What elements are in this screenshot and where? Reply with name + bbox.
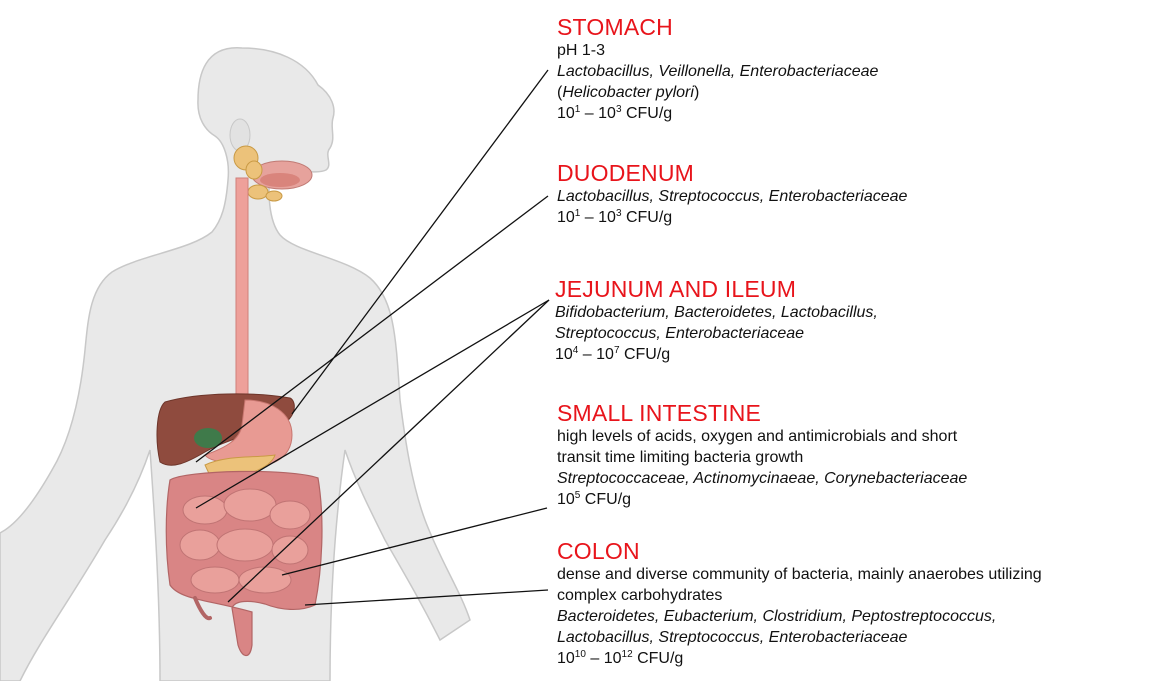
stomach-extra-bacteria-line: (Helicobacter pylori): [557, 82, 878, 103]
stomach-ph: pH 1-3: [557, 40, 878, 61]
small-intestine-desc-2: transit time limiting bacteria growth: [557, 447, 967, 468]
jejunum-ileum-bacteria-1: Bifidobacterium, Bacteroidetes, Lactobac…: [555, 302, 878, 323]
colon-bacteria-2: Lactobacillus, Streptococcus, Enterobact…: [557, 627, 1042, 648]
colon-title: COLON: [557, 538, 1042, 564]
jejunum-ileum-section: JEJUNUM AND ILEUM Bifidobacterium, Bacte…: [555, 276, 878, 365]
jejunum-ileum-cfu: 104 – 107 CFU/g: [555, 344, 878, 365]
small-intestine-desc-1: high levels of acids, oxygen and antimic…: [557, 426, 967, 447]
small-intestine-title: SMALL INTESTINE: [557, 400, 967, 426]
stomach-title: STOMACH: [557, 14, 878, 40]
colon-section: COLON dense and diverse community of bac…: [557, 538, 1042, 669]
duodenum-section: DUODENUM Lactobacillus, Streptococcus, E…: [557, 160, 907, 228]
jejunum-ileum-title: JEJUNUM AND ILEUM: [555, 276, 878, 302]
duodenum-title: DUODENUM: [557, 160, 907, 186]
colon-desc-2: complex carbohydrates: [557, 585, 1042, 606]
duodenum-bacteria: Lactobacillus, Streptococcus, Enterobact…: [557, 186, 907, 207]
stomach-bacteria: Lactobacillus, Veillonella, Enterobacter…: [557, 61, 878, 82]
stomach-extra-bacteria: Helicobacter pylori: [562, 84, 694, 101]
esophagus: [236, 178, 248, 400]
colon-bacteria-1: Bacteroidetes, Eubacterium, Clostridium,…: [557, 606, 1042, 627]
small-intestine-cfu: 105 CFU/g: [557, 489, 967, 510]
stomach-cfu: 101 – 103 CFU/g: [557, 103, 878, 124]
small-intestine-section: SMALL INTESTINE high levels of acids, ox…: [557, 400, 967, 510]
tongue: [260, 173, 300, 187]
small-intestine-bacteria: Streptococcaceae, Actinomycinaeae, Coryn…: [557, 468, 967, 489]
stomach-section: STOMACH pH 1-3 Lactobacillus, Veillonell…: [557, 14, 878, 124]
colon-cfu: 1010 – 1012 CFU/g: [557, 648, 1042, 669]
jejunum-ileum-bacteria-2: Streptococcus, Enterobacteriaceae: [555, 323, 878, 344]
small-intestine-coils: [180, 489, 310, 593]
duodenum-cfu: 101 – 103 CFU/g: [557, 207, 907, 228]
colon-desc-1: dense and diverse community of bacteria,…: [557, 564, 1042, 585]
